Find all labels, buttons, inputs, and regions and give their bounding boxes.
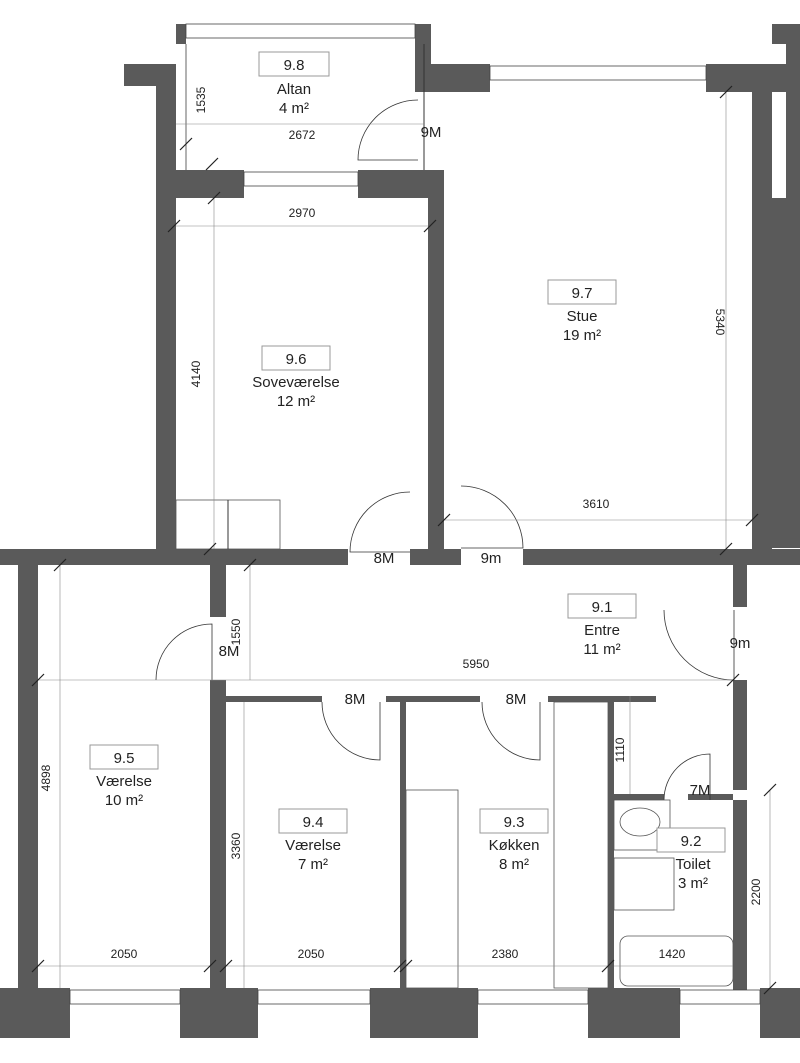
kokken-window [477,989,589,1005]
furniture [175,499,734,989]
room-area-sove: 12 m² [277,393,315,410]
vaer5-window [69,989,181,1005]
dim-vaer4-width: 2050 [298,947,325,961]
dim-altan-width: 2672 [289,128,316,142]
door-mark-entry: 9m [730,635,751,652]
room-name-vaer5: Værelse [96,773,152,790]
room-name-toilet: Toilet [675,856,711,873]
room-id-sove: 9.6 [286,351,307,368]
kitchen-counter [553,701,609,989]
door-mark-sove: 8M [374,550,395,567]
bathtub [619,935,734,987]
room-id-kokken: 9.3 [504,814,525,831]
dimension-labels: 1535 2672 2970 4140 5340 3610 1550 5950 … [39,86,763,961]
dim-stue-width: 3610 [583,497,610,511]
room-area-entre: 11 m² [583,641,620,658]
door-mark-vaer4: 8M [345,691,366,708]
dim-altan-height: 1535 [194,86,208,113]
dim-entre-width: 5950 [463,657,490,671]
dim-kokken-width: 2380 [492,947,519,961]
windows [69,23,761,1005]
kitchen-cabinets [405,789,459,989]
room-id-toilet: 9.2 [681,833,702,850]
room-name-altan: Altan [277,81,311,98]
door-mark-vaer5: 8M [219,643,240,660]
dim-bath-width: 1420 [659,947,686,961]
dim-toilet-height: 2200 [749,878,763,905]
sink [613,857,675,911]
room-id-vaer4: 9.4 [303,814,324,831]
dimension-ticks [31,85,777,995]
dim-vaer4-height: 3360 [229,832,243,859]
door-mark-toilet: 7M [690,782,711,799]
dim-vaer5-height: 4898 [39,764,53,791]
room-labels: 9.8 Altan 4 m² 9.7 Stue 19 m² 9.6 Sovevæ… [89,51,726,892]
dim-toilet-depth: 1110 [613,737,627,762]
dim-sove-height: 4140 [189,360,203,387]
room-area-vaer5: 10 m² [105,792,143,809]
dim-vaer5-width: 2050 [111,947,138,961]
dim-sove-width: 2970 [289,206,316,220]
room-area-kokken: 8 m² [499,856,529,873]
room-name-entre: Entre [584,622,620,639]
door-mark-altan: 9M [421,124,442,141]
walls [0,24,800,1038]
doors [155,99,735,801]
balcony-window [185,23,416,39]
dim-entre-height: 1550 [229,618,243,645]
dimension-lines [38,44,771,988]
stue-window [489,65,707,81]
room-area-toilet: 3 m² [678,875,708,892]
door-marks: 9M 8M 9m 9m 8M 8M 8M 7M [219,124,751,799]
sove-window [243,171,359,187]
room-name-stue: Stue [567,308,598,325]
room-name-kokken: Køkken [489,837,540,854]
room-area-vaer4: 7 m² [298,856,328,873]
vaer4-window [257,989,371,1005]
room-id-altan: 9.8 [284,57,305,74]
room-name-sove: Soveværelse [252,374,340,391]
room-area-stue: 19 m² [563,327,601,344]
door-mark-kokken: 8M [506,691,527,708]
toilet-window [679,989,761,1005]
door-mark-stue: 9m [481,550,502,567]
room-id-entre: 9.1 [592,599,613,616]
room-area-altan: 4 m² [279,100,309,117]
room-name-vaer4: Værelse [285,837,341,854]
dim-stue-height: 5340 [713,309,727,336]
room-id-vaer5: 9.5 [114,750,135,767]
room-id-stue: 9.7 [572,285,593,302]
